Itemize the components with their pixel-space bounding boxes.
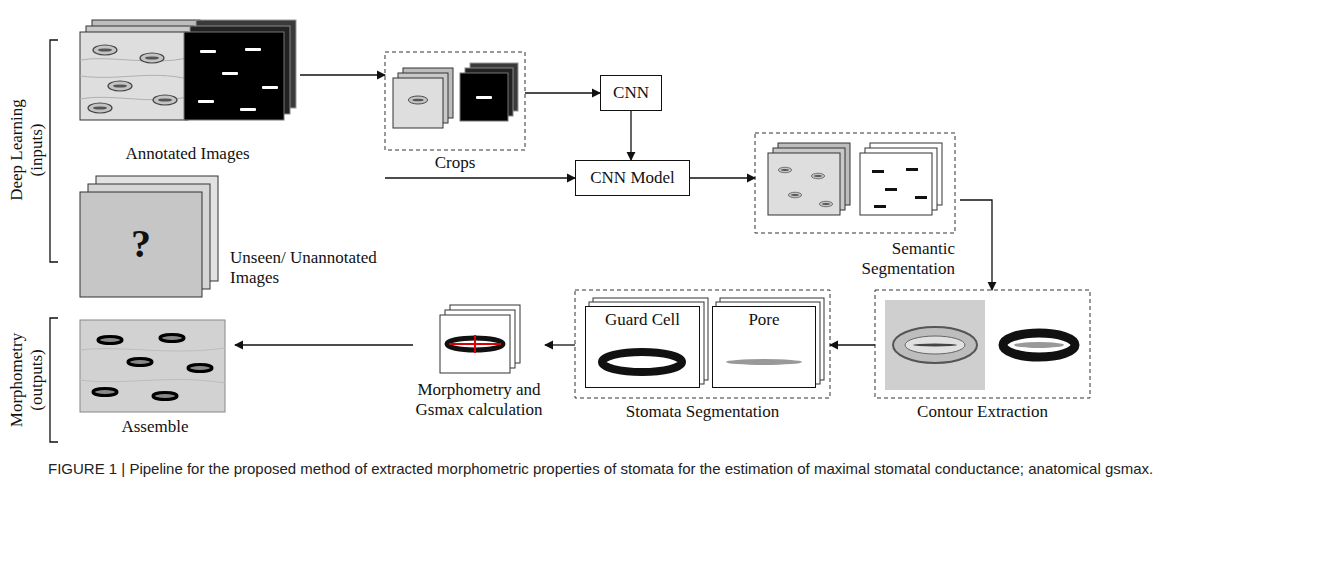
section-label: Morphometry (outputs) (7, 324, 46, 436)
segmentation-stack (768, 143, 942, 215)
mask-layers (585, 298, 824, 388)
node-label: Unseen/ Unannotated Images (230, 248, 385, 288)
measure-step: Morphometry and Gsmax calculation (413, 300, 545, 425)
node-label: Annotated Images (75, 144, 300, 164)
dashed-group (575, 290, 830, 398)
flow-arrow (300, 74, 385, 75)
node-label: Guard Cell (586, 310, 699, 330)
node-label: Semantic Segmentation (845, 239, 955, 279)
node-label: Contour Extraction (875, 402, 1090, 422)
question-mark: ? (80, 222, 202, 266)
flow-arrow (830, 344, 875, 345)
stoma-closeup (885, 300, 1083, 390)
crop-stack (393, 63, 518, 128)
node-label: Morphometry and Gsmax calculation (413, 380, 545, 420)
flow-arrow (385, 177, 575, 178)
bracket (50, 40, 58, 262)
dashed-group (385, 52, 525, 150)
result-group: Stomata Segmentation Guard Cell Pore (575, 290, 830, 425)
node-label: Crops (385, 153, 525, 173)
image-stack: ? Unseen/ Unannotated Images (75, 160, 385, 302)
measurement-stack (440, 305, 520, 373)
result-group: Contour Extraction (875, 290, 1090, 425)
output-image: Assemble (75, 315, 235, 443)
assembled-image (80, 320, 225, 412)
flow-arrow (960, 200, 992, 290)
result-group: Semantic Segmentation (755, 133, 960, 285)
flow-arrow (630, 111, 631, 160)
flow-arrow (235, 344, 413, 345)
flow-arrow (525, 92, 600, 93)
node-label: Stomata Segmentation (575, 402, 830, 422)
unseen-stack (80, 176, 218, 297)
figure-caption: FIGURE 1 | Pipeline for the proposed met… (48, 458, 1298, 479)
mask-stack (184, 20, 296, 120)
node-label: CNN Model (576, 168, 689, 188)
node-label: Pore (713, 310, 815, 330)
process-box: CNN (600, 75, 662, 111)
process-box: CNN Model (575, 160, 690, 196)
flow-arrow (690, 177, 755, 178)
image-stack: Annotated Images (75, 12, 300, 167)
node-label: CNN (601, 83, 661, 103)
micrograph-stack (80, 20, 200, 120)
dashed-group (755, 133, 955, 233)
node-label: Assemble (75, 417, 235, 437)
crop-group: Crops (385, 52, 525, 175)
mask-box: Pore (712, 306, 816, 388)
dashed-group (875, 290, 1090, 398)
mask-box: Guard Cell (585, 306, 700, 388)
flow-arrow (545, 344, 575, 345)
bracket (50, 318, 58, 442)
section-label: Deep Learning (inputs) (7, 94, 46, 206)
